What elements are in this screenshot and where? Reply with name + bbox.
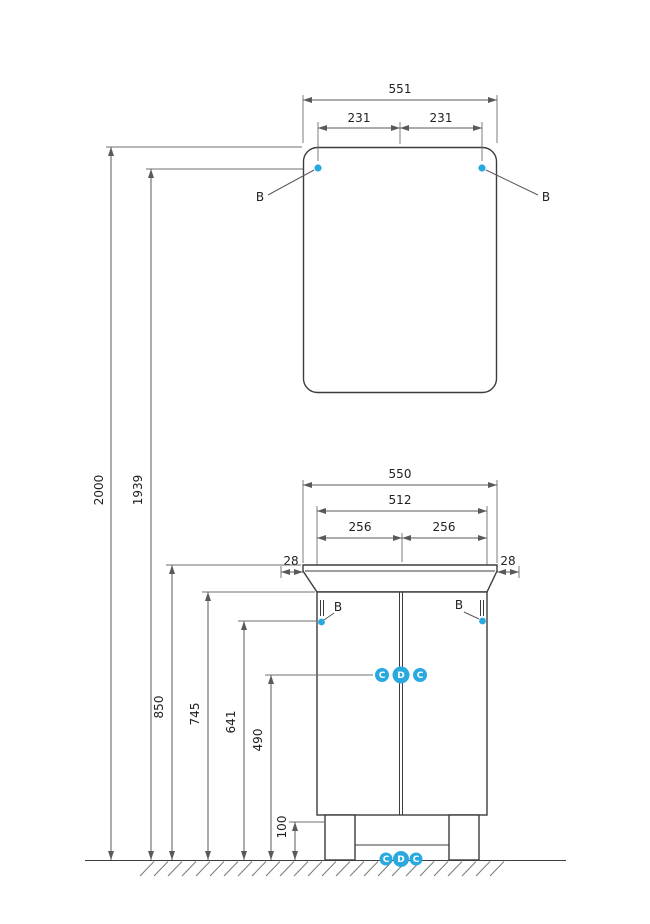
hatch-line bbox=[167, 861, 183, 877]
leg-right bbox=[448, 814, 480, 861]
dim-basin-height-label: 850 bbox=[152, 696, 166, 719]
dim-connector-height-label: 490 bbox=[251, 729, 265, 752]
hatch-line bbox=[153, 861, 169, 877]
leader-line-right bbox=[463, 611, 480, 620]
connectors-mid: C D C bbox=[375, 666, 427, 684]
hatch-line bbox=[433, 861, 449, 877]
hatch-line bbox=[181, 861, 197, 877]
mirror-outline bbox=[302, 146, 498, 394]
cabinet-mounts: B B bbox=[318, 598, 486, 626]
connector-c-right bbox=[413, 668, 427, 682]
leader-line-right bbox=[485, 169, 539, 196]
ground-hatch bbox=[139, 861, 505, 877]
connector-c-left bbox=[375, 668, 389, 682]
connector-c-right-label: C bbox=[417, 671, 424, 681]
dim-mirror-holes: 231 231 bbox=[317, 111, 483, 161]
mirror-mount-label-right: B bbox=[542, 190, 550, 204]
dim-cabinet-hole-right-label: 256 bbox=[433, 520, 456, 534]
washbasin-outline bbox=[302, 564, 498, 593]
dim-cabinet-width: 550 bbox=[302, 467, 498, 563]
dim-mount-height-label: 641 bbox=[224, 711, 238, 734]
leader-line-left bbox=[323, 612, 335, 621]
hatch-line bbox=[265, 861, 281, 877]
dim-cabinet-top-height-label: 745 bbox=[188, 703, 202, 726]
hatch-line bbox=[335, 861, 351, 877]
hatch-line bbox=[237, 861, 253, 877]
connector-c-left-label: C bbox=[379, 671, 386, 681]
hatch-line bbox=[195, 861, 211, 877]
mirror-mount-point-left bbox=[314, 164, 322, 172]
leader-line-left bbox=[267, 169, 315, 196]
connector-d-center-label: D bbox=[397, 855, 404, 865]
hatch-line bbox=[209, 861, 225, 877]
hatch-line bbox=[475, 861, 491, 877]
connectors-bottom: C D C bbox=[379, 851, 423, 867]
leg-left bbox=[324, 814, 356, 861]
dim-overhangs: 28 28 bbox=[280, 554, 520, 578]
dim-cabinet-body-width-label: 512 bbox=[389, 493, 412, 507]
dim-mirror-width: 551 bbox=[302, 82, 498, 143]
dim-cabinet-hole-left-label: 256 bbox=[349, 520, 372, 534]
hatch-line bbox=[447, 861, 463, 877]
hatch-line bbox=[489, 861, 505, 877]
connector-c-right bbox=[409, 852, 423, 866]
mirror-mount-label-left: B bbox=[256, 190, 264, 204]
hatch-line bbox=[349, 861, 365, 877]
connector-d-center-label: D bbox=[397, 671, 404, 681]
hatch-line bbox=[461, 861, 477, 877]
washbasin bbox=[302, 564, 498, 593]
dim-mirror-hole-right-label: 231 bbox=[430, 111, 453, 125]
hatch-line bbox=[419, 861, 435, 877]
cabinet-mount-label-right: B bbox=[455, 598, 463, 612]
dim-overhang-left-label: 28 bbox=[283, 554, 298, 568]
cabinet-mount-label-left: B bbox=[334, 600, 342, 614]
dim-connector-height: 490 bbox=[251, 674, 373, 860]
dim-mirror-mount-label: 1939 bbox=[131, 475, 145, 506]
hatch-line bbox=[321, 861, 337, 877]
dim-mount-height: 641 bbox=[224, 620, 316, 860]
cabinet-mount-point-right bbox=[479, 617, 486, 625]
plinth bbox=[324, 814, 480, 861]
hatch-line bbox=[279, 861, 295, 877]
hatch-line bbox=[251, 861, 267, 877]
dim-cabinet-width-label: 550 bbox=[389, 467, 412, 481]
hatch-line bbox=[139, 861, 155, 877]
connector-c-right-label: C bbox=[413, 855, 420, 865]
connector-d-center bbox=[392, 666, 410, 684]
dim-cabinet-holes: 256 256 bbox=[317, 520, 487, 562]
dim-mirror-mount-height: 1939 bbox=[131, 168, 311, 860]
dim-plinth-height: 100 bbox=[275, 816, 324, 860]
dim-total-height-label: 2000 bbox=[92, 475, 106, 506]
dim-mirror-hole-left-label: 231 bbox=[348, 111, 371, 125]
hatch-line bbox=[293, 861, 309, 877]
hatch-line bbox=[307, 861, 323, 877]
dim-total-height: 2000 bbox=[92, 146, 302, 860]
dim-plinth-height-label: 100 bbox=[275, 816, 289, 839]
connector-d-center bbox=[393, 851, 409, 867]
mirror: B B bbox=[256, 146, 550, 394]
mirror-mount-point-right bbox=[478, 164, 486, 172]
cabinet-body bbox=[316, 591, 488, 816]
hatch-line bbox=[223, 861, 239, 877]
connector-c-left bbox=[379, 852, 393, 866]
ground bbox=[85, 860, 566, 877]
cabinet-mount-point-left bbox=[318, 618, 325, 626]
dim-mirror-width-label: 551 bbox=[389, 82, 412, 96]
dim-overhang-right-label: 28 bbox=[500, 554, 515, 568]
dim-basin-height: 850 bbox=[152, 564, 301, 860]
dim-cabinet-top-height: 745 bbox=[188, 591, 315, 860]
hatch-line bbox=[363, 861, 379, 877]
connector-c-left-label: C bbox=[383, 855, 390, 865]
